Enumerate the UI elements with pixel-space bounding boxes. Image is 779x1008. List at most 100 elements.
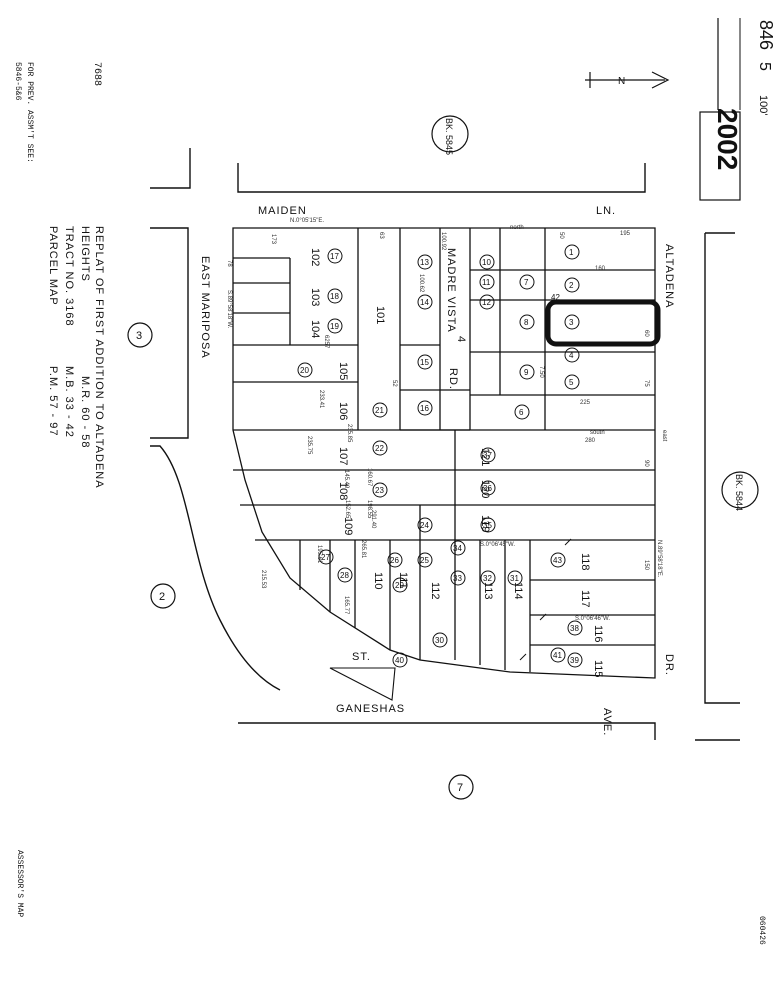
parcel-43: 43 (550, 552, 566, 568)
block-106: 106 (337, 402, 349, 420)
parcel-37: 37 (480, 447, 496, 463)
block-105: 105 (337, 362, 349, 380)
block-102: 102 (309, 248, 321, 266)
parcel-8: 8 (519, 314, 535, 330)
svg-text:2: 2 (159, 591, 165, 603)
book-page-box (699, 111, 741, 201)
boundary-altadena-east (704, 233, 740, 704)
svg-text:160.67: 160.67 (366, 468, 372, 487)
svg-text:14: 14 (420, 298, 429, 307)
block-109: 109 (342, 517, 354, 535)
svg-text:235.85: 235.85 (346, 424, 352, 443)
svg-text:225: 225 (580, 400, 591, 406)
street-maiden: MAIDEN (258, 205, 307, 217)
svg-text:30: 30 (435, 636, 444, 645)
street-madre-vista: MADRE VISTA (445, 248, 457, 333)
legend-row-2-ref: P.M. 57 - 97 (47, 366, 59, 437)
parcel-15: 15 (417, 354, 433, 370)
parcel-38: 38 (567, 620, 583, 636)
svg-text:265.81: 265.81 (360, 540, 366, 559)
book-page-group: 2002 (712, 108, 743, 170)
street-ln: LN. (596, 205, 616, 217)
svg-text:33: 33 (453, 574, 462, 583)
svg-text:32: 32 (483, 574, 492, 583)
parcel-21: 21 (372, 402, 388, 418)
ref-num: 5846-5&6 (13, 62, 22, 101)
parcel-7: 7 (519, 274, 535, 290)
block-112: 112 (429, 582, 441, 600)
boundary-lower-curve (150, 445, 281, 691)
svg-text:10: 10 (482, 258, 491, 267)
svg-text:41: 41 (553, 651, 562, 660)
svg-text:235.75: 235.75 (306, 436, 312, 455)
svg-text:42: 42 (551, 293, 560, 302)
svg-text:4: 4 (569, 351, 574, 360)
small-code: 7688 (91, 62, 102, 86)
street-boundaries (150, 148, 740, 741)
svg-text:15: 15 (420, 358, 429, 367)
parcel-34: 34 (450, 540, 466, 556)
block-116: 116 (592, 625, 604, 643)
parcel-27: 27 (318, 549, 334, 565)
legend-title-line1: REPLAT OF FIRST ADDITION TO ALTADENA (93, 226, 105, 489)
svg-text:35: 35 (483, 521, 492, 530)
header-code1: 846 (756, 20, 776, 50)
block-104: 104 (309, 320, 321, 338)
book-ref-right-label: BK. 5844 (734, 474, 744, 511)
svg-text:165.77: 165.77 (343, 596, 349, 615)
parcel-35: 35 (480, 517, 496, 533)
legend-row-0-label: TRACT NO. 3168 (63, 226, 75, 327)
main-block (232, 227, 656, 679)
legend-row-1-ref: M.R. 60 - 58 (79, 376, 91, 449)
parcel-6: 6 (514, 404, 530, 420)
svg-text:26: 26 (390, 556, 399, 565)
svg-text:S.0°06'46"W.: S.0°06'46"W. (575, 616, 610, 622)
svg-text:215.53: 215.53 (260, 570, 266, 589)
block-114: 114 (512, 582, 524, 600)
svg-text:5: 5 (569, 378, 574, 387)
parcel-11: 11 (479, 274, 495, 290)
street-madre-vista-rd: RD. (447, 368, 459, 390)
svg-text:29: 29 (395, 581, 404, 590)
svg-text:25: 25 (420, 556, 429, 565)
parcel-26: 26 (387, 552, 403, 568)
parcel-39: 39 (567, 652, 583, 668)
parcel-22: 22 (372, 440, 388, 456)
block-117: 117 (579, 590, 591, 608)
parcel-30: 30 (432, 632, 448, 648)
block-111: 111 (397, 572, 409, 589)
svg-text:195: 195 (620, 231, 631, 237)
parcel-42: 42 (551, 293, 560, 302)
parcel-31: 31 (507, 570, 523, 586)
boundary-left-block (150, 227, 189, 439)
legend-title-line2: HEIGHTS (79, 226, 91, 282)
boundary-maiden-north (237, 163, 646, 193)
block-103: 103 (309, 288, 321, 306)
north-arrow: N (585, 71, 670, 89)
parcel-3: 3 (564, 314, 580, 330)
svg-text:17: 17 (330, 252, 339, 261)
parcel-19: 19 (327, 318, 343, 334)
parcel-14: 14 (417, 294, 433, 310)
ref-note: FOR PREV. ASSM'T SEE: (25, 62, 34, 163)
parcel-32: 32 (480, 570, 496, 586)
svg-text:7.50: 7.50 (538, 366, 544, 378)
svg-text:6257: 6257 (323, 335, 329, 349)
assessor-label-group: ASSESSOR'S MAP (15, 850, 24, 917)
parcel-12: 12 (479, 294, 495, 310)
svg-text:east: east (661, 430, 667, 442)
book-ref-top-label: BK. 5845 (444, 118, 454, 155)
street-dr: DR. (663, 654, 675, 676)
svg-text:31: 31 (510, 574, 519, 583)
block-113: 113 (482, 582, 494, 600)
svg-text:2: 2 (569, 281, 574, 290)
assessor-label: ASSESSOR'S MAP (15, 850, 24, 917)
small-code-group: 7688 (91, 62, 102, 86)
svg-text:39: 39 (570, 656, 579, 665)
svg-text:160: 160 (595, 266, 606, 272)
parcel-28: 28 (337, 567, 353, 583)
svg-text:22: 22 (375, 444, 384, 453)
svg-text:38: 38 (570, 624, 579, 633)
street-east-mariposa: EAST MARIPOSA (199, 256, 211, 359)
